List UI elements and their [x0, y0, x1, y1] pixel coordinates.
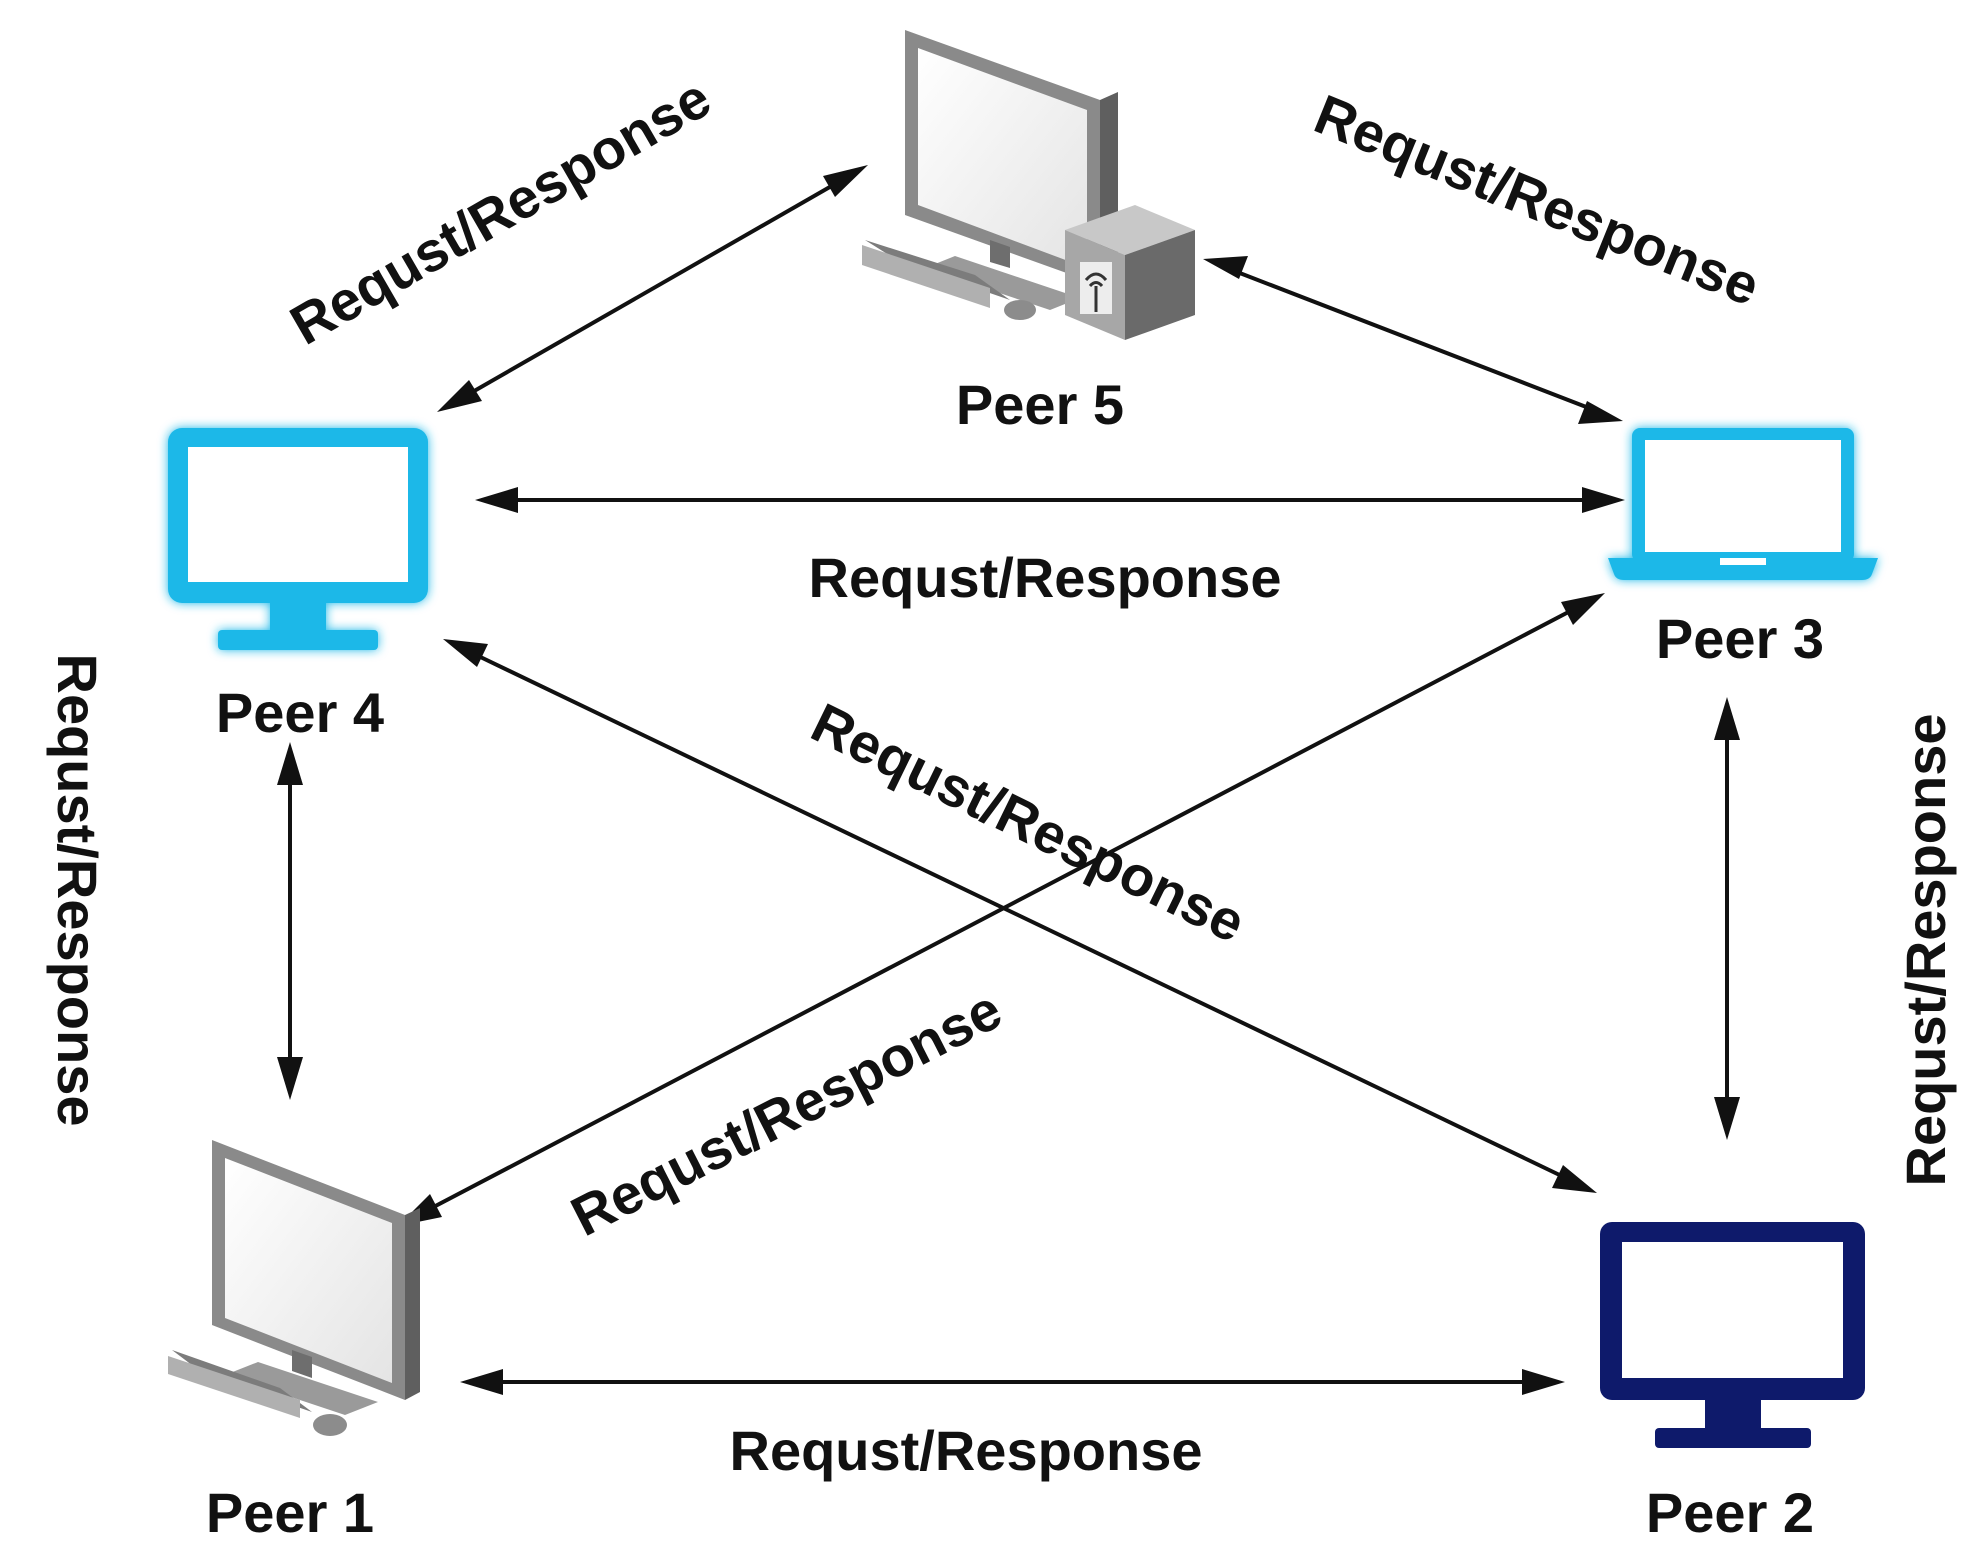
peer4-label: Peer 4 [216, 681, 384, 744]
peer3-label: Peer 3 [1656, 607, 1824, 670]
cyan-laptop-icon [1608, 428, 1878, 580]
arrowhead [823, 165, 868, 197]
edge-label-peer5-peer3: Requst/Response [1306, 82, 1768, 318]
peer2-label: Peer 2 [1646, 1481, 1814, 1544]
arrowhead [1561, 593, 1605, 625]
navy-monitor-icon [1600, 1222, 1865, 1448]
gray-desktop-computer-icon [168, 1140, 420, 1436]
arrowhead [1552, 1165, 1597, 1193]
peer4-node: Peer 4 [168, 428, 428, 744]
arrowhead [1578, 401, 1623, 424]
peer2-node: Peer 2 [1600, 1222, 1865, 1544]
arrowhead [437, 380, 482, 412]
peer5-label: Peer 5 [956, 373, 1124, 436]
arrowhead [277, 742, 303, 785]
cyan-monitor-icon [168, 428, 428, 650]
edge-peer1-peer3 [398, 593, 1605, 1226]
edge-peer3-peer2 [1714, 697, 1740, 1140]
edge-peer4-peer1 [277, 742, 303, 1100]
arrowhead [475, 487, 518, 513]
edge-peer1-peer2 [460, 1369, 1565, 1395]
edge-label-peer1-peer2: Requst/Response [730, 1419, 1203, 1482]
arrowhead [1714, 1097, 1740, 1140]
arrowhead [1522, 1369, 1565, 1395]
edge-label-peer4-peer1: Requst/Response [46, 654, 109, 1127]
peer1-label: Peer 1 [206, 1481, 374, 1544]
arrowhead [460, 1369, 503, 1395]
edge-peer4-peer5 [437, 165, 868, 412]
edge-peer5-peer3 [1203, 256, 1623, 424]
peer3-node: Peer 3 [1608, 428, 1878, 670]
gray-desktop-tower-computer-icon [862, 30, 1195, 340]
edge-peer4-peer2 [443, 639, 1597, 1193]
peer5-node: Peer 5 [862, 30, 1195, 436]
arrowhead [1582, 487, 1625, 513]
edge-label-peer4-peer5: Requst/Response [280, 66, 721, 357]
peer1-node: Peer 1 [168, 1140, 420, 1544]
arrowhead [443, 639, 488, 667]
edge-label-peer1-peer3: Requst/Response [561, 977, 1011, 1248]
arrowhead [277, 1057, 303, 1100]
arrowhead [1714, 697, 1740, 740]
edge-label-peer4-peer3: Requst/Response [809, 546, 1282, 609]
edge-peer4-peer3 [475, 487, 1625, 513]
edge-label-peer3-peer2: Requst/Response [1894, 714, 1957, 1187]
edge-label-peer4-peer2: Requst/Response [802, 690, 1255, 954]
arrowhead [1203, 256, 1248, 279]
